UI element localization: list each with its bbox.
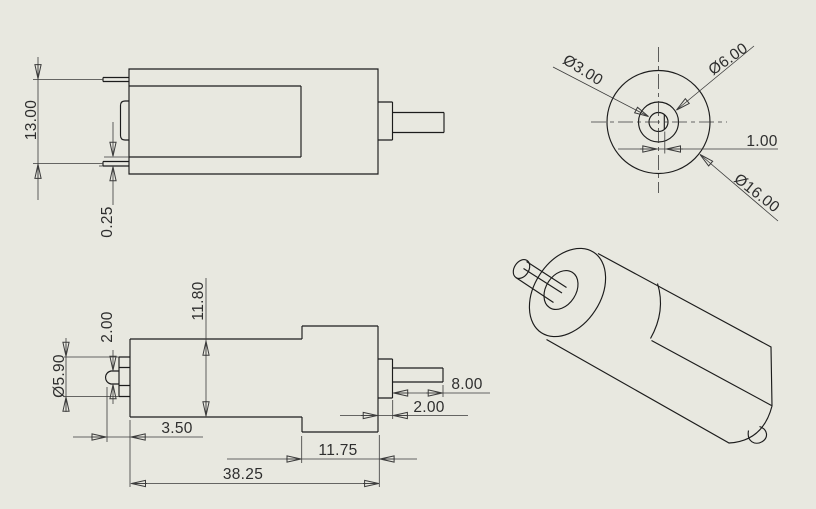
iso-body-silhouette	[546, 252, 773, 444]
isometric-view	[512, 247, 773, 444]
iso-can-flat-edge	[651, 339, 772, 407]
dim-shaft-flat: 1.00	[618, 131, 778, 154]
dim-overall-len-label: 38.25	[223, 466, 263, 483]
dim-body-height: 13.00	[23, 57, 103, 200]
dim-terminal-offset: 0.25	[99, 122, 129, 238]
dim-bushing-len: 3.50	[73, 387, 203, 442]
dim-bushing-len-label: 3.50	[161, 420, 192, 437]
dim-can-width: 11.80	[190, 278, 210, 417]
dim-gearbox-len-label: 11.75	[318, 442, 357, 459]
dim-overall-len: 38.25	[129, 420, 380, 488]
dim-shaft-len-label: 8.00	[451, 376, 482, 393]
dim-terminal-width-label: 2.00	[99, 311, 116, 342]
dim-gearbox-len: 11.75	[227, 435, 417, 487]
dim-can-width-label: 11.80	[190, 281, 207, 320]
dim-terminal-offset-label: 0.25	[99, 206, 116, 237]
dim-gearbox-dia-label: Ø16.00	[731, 170, 783, 216]
iso-gearbox-face	[528, 247, 607, 338]
dim-bushing-dia-label: Ø5.90	[51, 354, 68, 398]
side-view-outline	[102, 68, 445, 175]
dim-shaft-dia: Ø3.00	[552, 52, 649, 117]
iso-shaft-end	[512, 259, 531, 279]
iso-terminal-nub	[747, 425, 768, 444]
plan-view: Ø5.90 2.00 11.80 3.50 8.00	[51, 278, 490, 488]
side-view: 13.00 0.25	[23, 57, 445, 238]
dim-bushing-dia: Ø5.90	[51, 338, 119, 412]
dim-shaft-len: 8.00	[392, 376, 490, 397]
iso-can-junction	[649, 283, 662, 339]
dim-bearing-dia-label: Ø6.00	[705, 40, 751, 79]
end-view: Ø3.00 Ø6.00 Ø16.00 1.00	[552, 40, 783, 222]
dim-bearing-dia: Ø6.00	[676, 40, 755, 111]
dim-boss-len: 2.00	[340, 399, 468, 420]
center-lines	[591, 47, 727, 193]
dim-terminal-width: 2.00	[99, 311, 117, 404]
dim-body-height-label: 13.00	[23, 100, 40, 140]
iso-shaft-sides	[515, 261, 567, 303]
dim-gearbox-dia: Ø16.00	[699, 154, 783, 222]
dim-shaft-flat-label: 1.00	[746, 133, 777, 150]
dim-shaft-dia-label: Ø3.00	[560, 52, 606, 90]
dim-boss-len-label: 2.00	[413, 399, 444, 416]
iso-bearing-boss	[543, 270, 579, 310]
plan-view-outline	[105, 325, 444, 433]
